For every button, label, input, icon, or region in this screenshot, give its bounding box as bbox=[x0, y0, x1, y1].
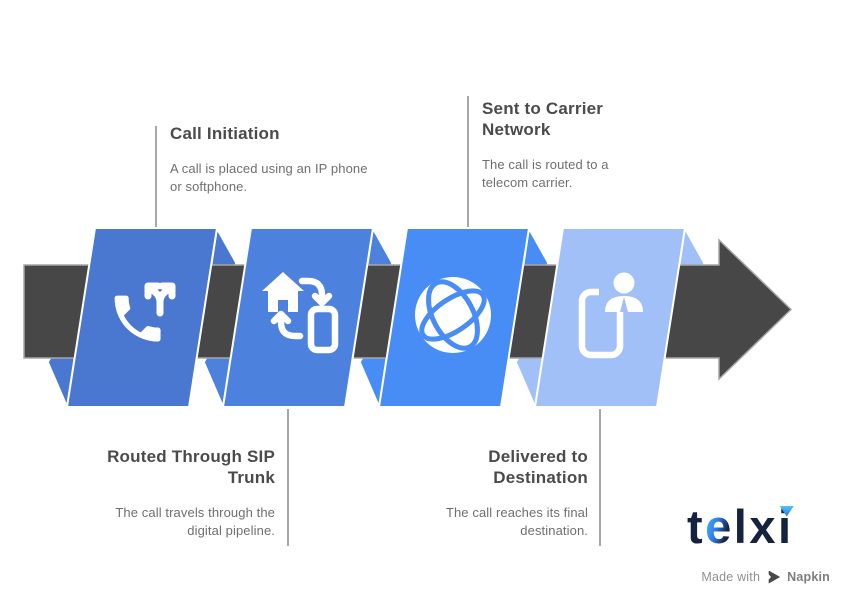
mobile-phone-glyph bbox=[307, 305, 339, 354]
made-with-napkin-watermark: Made with Napkin bbox=[701, 570, 830, 584]
step1-title: Call Initiation bbox=[170, 124, 280, 143]
step4-title: Delivered to Destination bbox=[488, 447, 588, 487]
step4-label-block: Delivered to Destination The call reache… bbox=[418, 446, 588, 539]
watermark-prefix: Made with bbox=[701, 570, 761, 584]
split-arrows-glyph bbox=[144, 282, 176, 317]
person-head bbox=[613, 272, 635, 294]
globe-sphere bbox=[415, 277, 491, 353]
home-mobile-routing-icon bbox=[262, 272, 339, 354]
napkin-logo-icon bbox=[768, 570, 781, 584]
call-split-icon bbox=[114, 282, 176, 342]
step2-label-block: Routed Through SIP Trunk The call travel… bbox=[85, 446, 275, 539]
step1-description: A call is placed using an IP phone or so… bbox=[170, 161, 368, 194]
logo-letter-t: t bbox=[687, 500, 706, 553]
globe-grid-lines bbox=[419, 279, 487, 351]
step2-card bbox=[221, 227, 375, 408]
step1-card bbox=[65, 227, 219, 408]
step1-label-block: Call Initiation A call is placed using a… bbox=[170, 123, 380, 195]
step4-description: The call reaches its final destination. bbox=[445, 505, 588, 538]
step2-description: The call travels through the digital pip… bbox=[115, 505, 275, 538]
house-glyph bbox=[262, 272, 304, 312]
sync-arrows-glyph bbox=[270, 277, 333, 340]
connector-lines bbox=[155, 96, 601, 546]
telxi-logo: telxi bbox=[687, 500, 794, 553]
house-door bbox=[278, 300, 288, 313]
step3-title: Sent to Carrier Network bbox=[482, 99, 604, 139]
logo-letter-i: i bbox=[778, 500, 794, 553]
step3-label-block: Sent to Carrier Network The call is rout… bbox=[482, 98, 642, 191]
globe-network-icon bbox=[415, 277, 491, 353]
step4-card bbox=[533, 227, 687, 408]
person-tie-notch bbox=[620, 297, 628, 312]
step3-description: The call is routed to a telecom carrier. bbox=[482, 157, 609, 190]
contact-phone-icon bbox=[578, 272, 643, 359]
phone-handset-glyph bbox=[114, 295, 161, 342]
step2-title: Routed Through SIP Trunk bbox=[107, 447, 275, 487]
watermark-brand: Napkin bbox=[787, 570, 830, 584]
logo-letter-e: e bbox=[705, 500, 734, 553]
logo-letters-lx: lx bbox=[733, 500, 778, 553]
